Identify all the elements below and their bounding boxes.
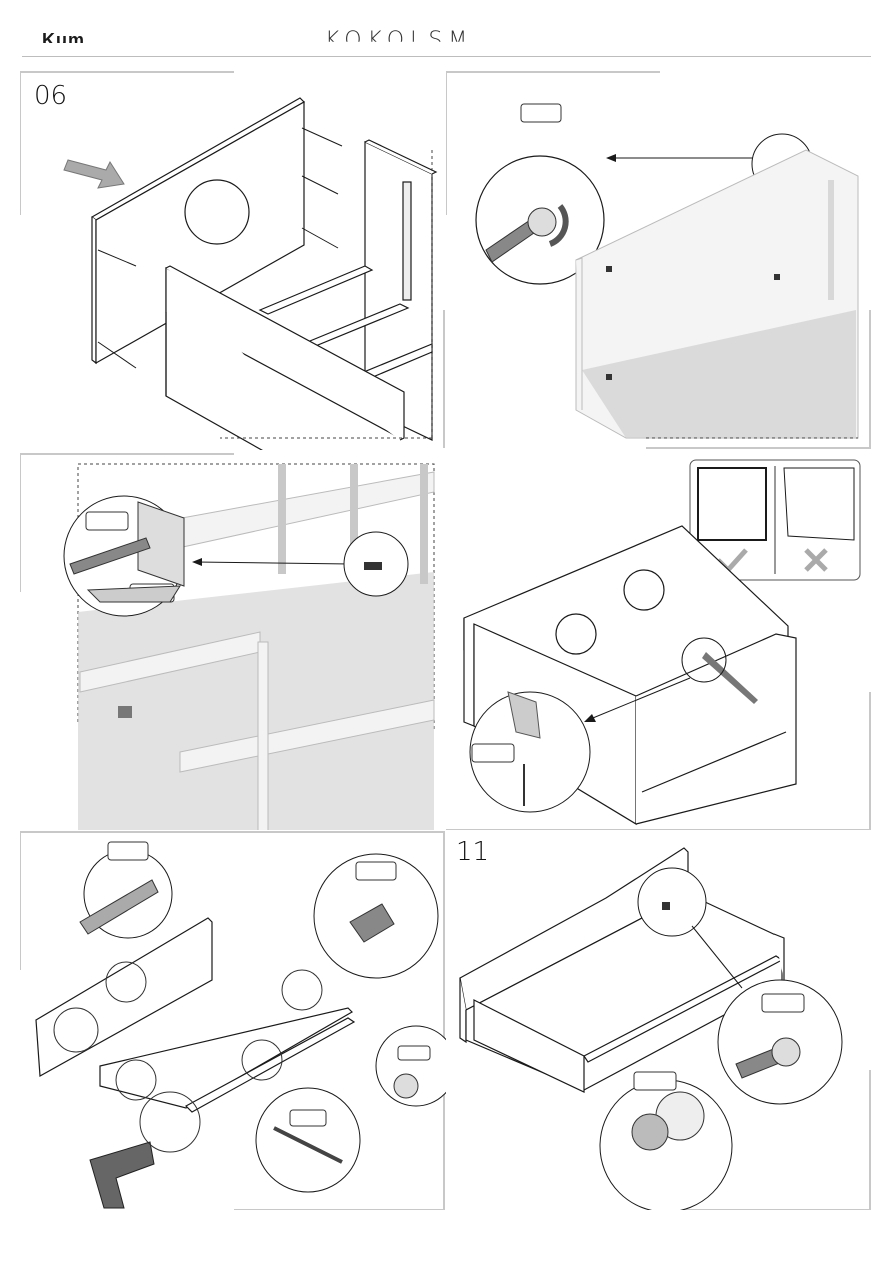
header-rule: [22, 56, 871, 57]
step-number: 06: [34, 81, 67, 111]
step-11-panel: 11: [446, 830, 872, 1210]
brand-logo: Kum: [42, 30, 85, 51]
step-09-panel: [446, 452, 872, 830]
product-name: KOKOLSM: [325, 28, 473, 53]
step-number: 11: [456, 837, 489, 867]
step-10-panel: [20, 830, 446, 1210]
step-08-panel: [20, 452, 446, 830]
step-06-panel: 06: [20, 70, 446, 450]
step-07-panel: [446, 70, 872, 450]
page-header: Kum KOKOLSM: [0, 0, 893, 58]
